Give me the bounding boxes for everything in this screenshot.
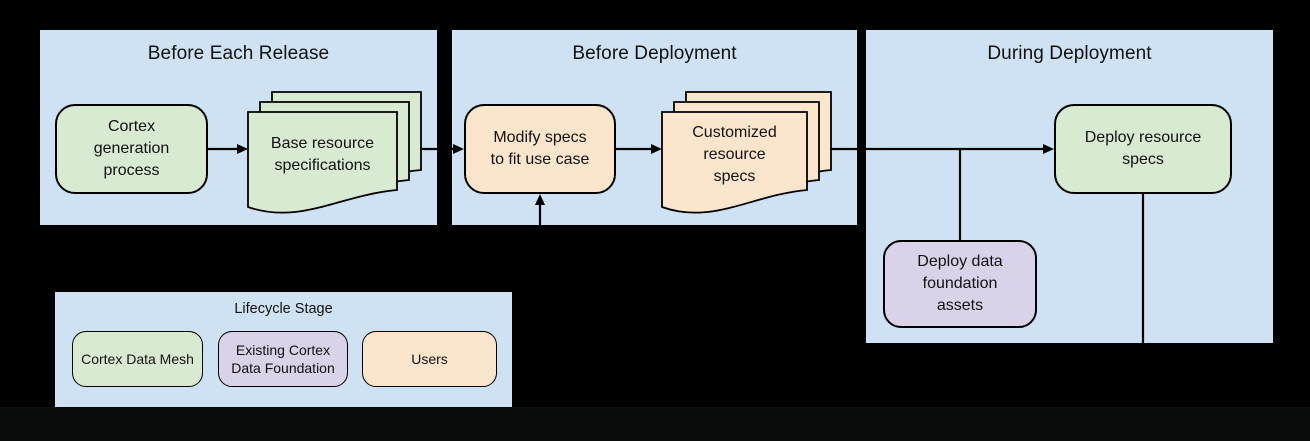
arrowhead-icon	[237, 144, 248, 154]
legend-item-existing-cortex-data-foundation: Existing Cortex Data Foundation	[218, 331, 348, 387]
document-stack-customized-resource-specs	[661, 91, 832, 214]
arrowhead-icon	[1043, 144, 1054, 154]
arrowhead-icon	[651, 144, 662, 154]
node-deploy-resource-specs: Deploy resource specs	[1054, 104, 1232, 194]
node-deploy-data-foundation-assets: Deploy data foundation assets	[883, 240, 1037, 328]
panel-title-before-each-release: Before Each Release	[147, 43, 330, 64]
panel-title-during-deployment: During Deployment	[987, 43, 1152, 64]
label-customized-resource-specs: Customized resource specs	[692, 124, 777, 185]
arrowhead-icon	[535, 194, 545, 205]
node-cortex-generation-process: Cortex generation process	[55, 104, 208, 194]
legend-item-users: Users	[362, 331, 497, 387]
legend-item-cortex-data-mesh: Cortex Data Mesh	[72, 331, 203, 387]
document-stack-base-resource-specs	[247, 91, 422, 214]
node-modify-specs: Modify specs to fit use case	[464, 104, 616, 194]
legend-title: Lifecycle Stage	[234, 301, 333, 317]
document-page-icon	[247, 111, 398, 214]
label-base-resource-specifications: Base resource specifications	[270, 135, 375, 174]
document-page-icon	[661, 111, 808, 214]
panel-title-before-deployment: Before Deployment	[572, 43, 737, 64]
page-footer-strip	[0, 407, 1310, 441]
arrowhead-icon	[453, 144, 464, 154]
